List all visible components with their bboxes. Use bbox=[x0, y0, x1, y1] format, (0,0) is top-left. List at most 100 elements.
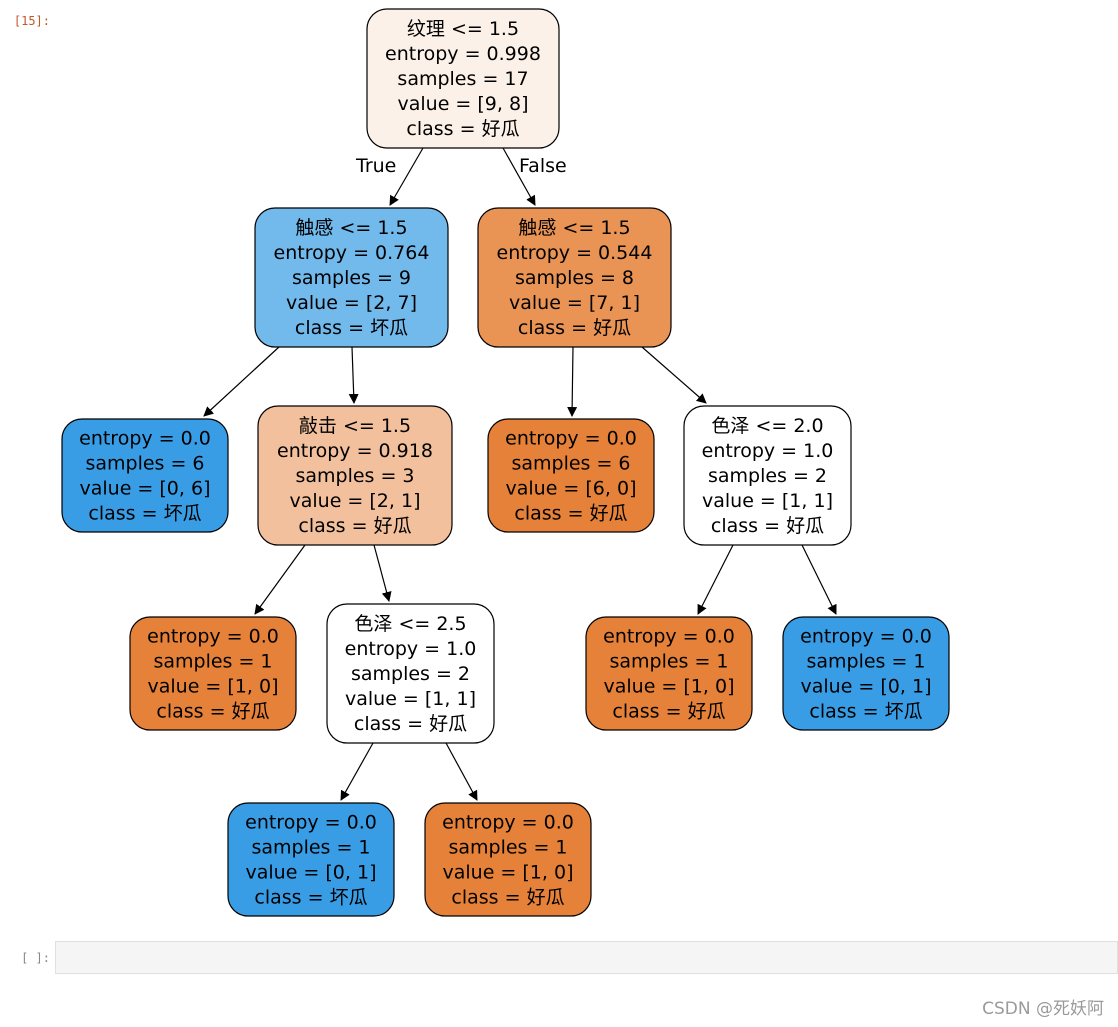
node-text-line: 触感 <= 1.5 bbox=[518, 217, 630, 239]
node-box bbox=[227, 802, 395, 917]
node-text-line: entropy = 1.0 bbox=[345, 638, 477, 660]
tree-edge-n6-n9 bbox=[697, 544, 734, 615]
node-text-line: value = [6, 0] bbox=[506, 478, 637, 500]
node-text-line: class = 坏瓜 bbox=[88, 503, 201, 525]
node-text-line: value = [2, 7] bbox=[286, 292, 417, 314]
edge-label-false: False bbox=[519, 155, 567, 177]
node-text-line: samples = 6 bbox=[85, 453, 204, 475]
edge-arrow bbox=[373, 544, 392, 602]
node-box bbox=[477, 207, 672, 348]
edge-arrow bbox=[254, 544, 306, 615]
node-text-line: class = 好瓜 bbox=[711, 515, 824, 537]
edge-arrow bbox=[389, 147, 424, 206]
watermark: CSDN @死妖阿 bbox=[982, 999, 1104, 1019]
tree-edge-n1-n3 bbox=[203, 346, 280, 417]
tree-edge-n1-n4 bbox=[348, 346, 359, 404]
tree-node-n5: entropy = 0.0 samples = 6 value = [6, 0] cl… bbox=[487, 418, 655, 533]
tree-edge-n0-n2: False bbox=[502, 147, 567, 206]
node-text-line: value = [9, 8] bbox=[398, 93, 529, 115]
node-text-line: entropy = 0.918 bbox=[277, 440, 433, 462]
node-text-line: value = [1, 0] bbox=[443, 862, 574, 884]
node-box bbox=[487, 418, 655, 533]
tree-edge-n4-n8 bbox=[373, 544, 392, 602]
node-text-line: class = 好瓜 bbox=[354, 713, 467, 735]
node-text-line: value = [1, 0] bbox=[604, 676, 735, 698]
node-text-line: 敲击 <= 1.5 bbox=[299, 415, 411, 437]
edge-label-true: True bbox=[355, 155, 396, 177]
node-text-line: class = 坏瓜 bbox=[809, 701, 922, 723]
node-text-line: entropy = 0.998 bbox=[385, 43, 541, 65]
node-text-line: class = 好瓜 bbox=[156, 701, 269, 723]
node-text-line: entropy = 0.0 bbox=[603, 626, 735, 648]
decision-tree-diagram: True False 纹理 <= 1.5 entropy = 0.998 sample… bbox=[61, 8, 950, 917]
node-text-line: entropy = 1.0 bbox=[702, 440, 834, 462]
node-text-line: samples = 1 bbox=[251, 837, 370, 859]
node-box bbox=[326, 603, 495, 744]
node-text-line: samples = 2 bbox=[708, 465, 827, 487]
tree-node-n12: entropy = 0.0 samples = 1 value = [1, 0] cl… bbox=[424, 802, 592, 917]
node-text-line: samples = 1 bbox=[609, 651, 728, 673]
tree-edge-n2-n5 bbox=[567, 346, 578, 417]
edge-arrow bbox=[697, 544, 734, 615]
node-text-line: entropy = 0.0 bbox=[442, 812, 574, 834]
tree-node-n4: 敲击 <= 1.5 entropy = 0.918 samples = 3 value… bbox=[257, 405, 453, 546]
node-text-line: entropy = 0.0 bbox=[505, 428, 637, 450]
node-text-line: value = [0, 1] bbox=[246, 862, 377, 884]
node-text-line: value = [1, 1] bbox=[702, 490, 833, 512]
node-text-line: value = [0, 6] bbox=[80, 478, 211, 500]
node-text-line: entropy = 0.0 bbox=[800, 626, 932, 648]
node-text-line: entropy = 0.764 bbox=[274, 242, 430, 264]
node-text-line: class = 好瓜 bbox=[612, 701, 725, 723]
node-text-line: samples = 3 bbox=[295, 465, 414, 487]
node-text-line: value = [1, 0] bbox=[148, 676, 279, 698]
node-text-line: samples = 1 bbox=[448, 837, 567, 859]
tree-node-n3: entropy = 0.0 samples = 6 value = [0, 6] cl… bbox=[61, 418, 229, 533]
node-box bbox=[683, 405, 852, 546]
node-text-line: class = 好瓜 bbox=[451, 887, 564, 909]
node-text-line: samples = 8 bbox=[515, 267, 634, 289]
node-text-line: class = 好瓜 bbox=[514, 503, 627, 525]
node-text-line: value = [0, 1] bbox=[801, 676, 932, 698]
node-text-line: samples = 6 bbox=[511, 453, 630, 475]
node-text-line: entropy = 0.544 bbox=[497, 242, 653, 264]
tree-edge-n0-n1: True bbox=[355, 147, 424, 206]
node-box bbox=[257, 405, 453, 546]
node-text-line: class = 好瓜 bbox=[518, 317, 631, 339]
tree-node-n9: entropy = 0.0 samples = 1 value = [1, 0] cl… bbox=[585, 616, 753, 731]
node-text-line: samples = 1 bbox=[806, 651, 925, 673]
node-text-line: class = 好瓜 bbox=[298, 515, 411, 537]
tree-edge-n4-n7 bbox=[254, 544, 306, 615]
node-text-line: entropy = 0.0 bbox=[147, 626, 279, 648]
node-text-line: samples = 2 bbox=[351, 663, 470, 685]
code-cell-input[interactable] bbox=[55, 941, 1118, 974]
node-text-line: class = 好瓜 bbox=[406, 118, 519, 140]
node-text-line: entropy = 0.0 bbox=[79, 428, 211, 450]
node-text-line: 纹理 <= 1.5 bbox=[407, 18, 519, 40]
edge-arrow bbox=[445, 742, 478, 801]
node-text-line: value = [2, 1] bbox=[290, 490, 421, 512]
node-text-line: class = 坏瓜 bbox=[254, 887, 367, 909]
edge-arrow bbox=[567, 346, 578, 417]
edge-arrow bbox=[502, 147, 536, 206]
edge-arrow bbox=[801, 544, 837, 615]
node-text-line: 色泽 <= 2.0 bbox=[711, 415, 823, 437]
node-text-line: samples = 1 bbox=[153, 651, 272, 673]
node-text-line: entropy = 0.0 bbox=[245, 812, 377, 834]
tree-edge-n8-n12 bbox=[445, 742, 478, 801]
node-box bbox=[585, 616, 753, 731]
edge-arrow bbox=[340, 742, 374, 801]
tree-edge-n2-n6 bbox=[641, 346, 707, 404]
tree-node-n10: entropy = 0.0 samples = 1 value = [0, 1] cl… bbox=[782, 616, 950, 731]
node-text-line: 触感 <= 1.5 bbox=[295, 217, 407, 239]
empty-cell-prompt: [ ]: bbox=[21, 951, 50, 965]
edge-arrow bbox=[348, 346, 359, 404]
node-text-line: 色泽 <= 2.5 bbox=[354, 613, 466, 635]
tree-node-n11: entropy = 0.0 samples = 1 value = [0, 1] cl… bbox=[227, 802, 395, 917]
node-box bbox=[61, 418, 229, 533]
node-box bbox=[129, 616, 297, 731]
node-box bbox=[366, 8, 560, 149]
node-box bbox=[424, 802, 592, 917]
